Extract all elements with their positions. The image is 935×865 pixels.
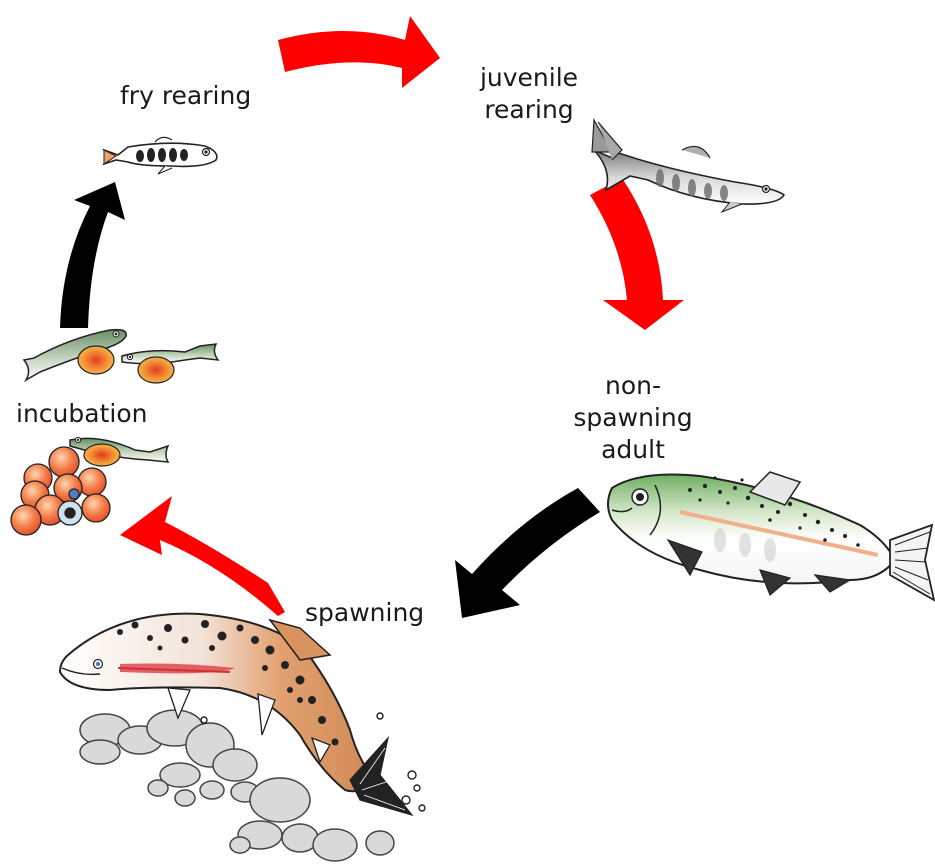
stage-label-line: juvenile [474, 62, 584, 94]
stage-label-line: adult [568, 434, 698, 466]
adult-trout-icon [608, 472, 934, 600]
stage-label-fry-rearing: fry rearing [120, 80, 251, 112]
stage-label-non-spawning-adult: non- spawning adult [568, 370, 698, 466]
arrow-incubation-to-fry [60, 182, 125, 328]
stage-label-line: rearing [474, 94, 584, 126]
stage-label-juvenile-rearing: juvenile rearing [474, 62, 584, 126]
fry-fish-icon [104, 137, 217, 174]
arrow-adult-to-spawning [455, 488, 600, 618]
stage-label-line: spawning [568, 402, 698, 434]
arrow-fry-to-juvenile [278, 16, 440, 88]
arrow-spawning-to-incubation [120, 496, 285, 616]
arrow-juvenile-to-adult [590, 178, 684, 330]
stage-label-incubation: incubation [16, 398, 147, 430]
stage-label-line: non- [568, 370, 698, 402]
stage-label-spawning: spawning [305, 597, 424, 629]
